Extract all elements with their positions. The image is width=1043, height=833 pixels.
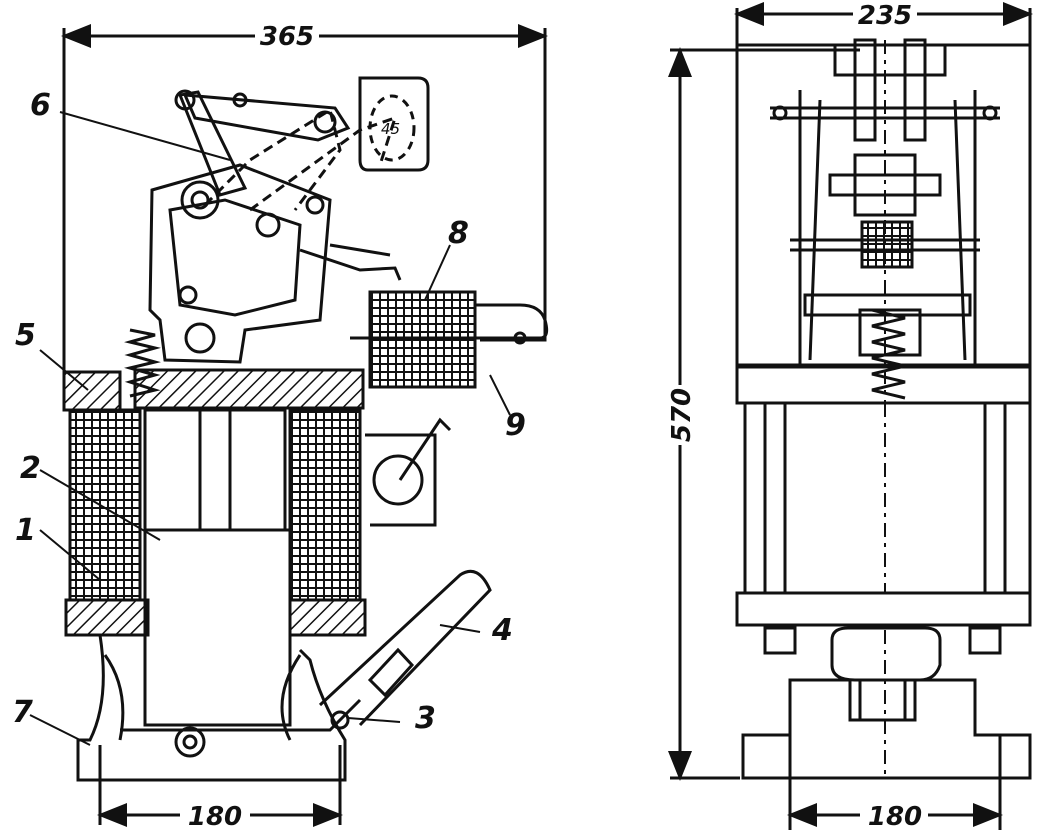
front-body (743, 401, 1032, 595)
callout-7: 7 (12, 695, 33, 730)
dim-180-side: 180 (188, 802, 242, 832)
aux-bracket (365, 433, 437, 527)
pivot-main (180, 180, 220, 220)
contact-45-dashed (368, 94, 416, 162)
leader-9 (489, 374, 511, 416)
lever-bracket (148, 163, 332, 364)
base-frame (76, 634, 347, 782)
callout-2: 2 (20, 451, 41, 486)
cover-outline (62, 36, 547, 376)
lever-inner (168, 198, 302, 317)
dashed-lever-2 (249, 115, 398, 212)
bottom-flange-right (288, 598, 367, 637)
rod-9 (350, 303, 549, 340)
pivot-3 (330, 710, 350, 730)
leader-2 (39, 469, 161, 541)
bottom-flange-left (64, 598, 150, 637)
contact-plate (358, 76, 430, 172)
pivot-bottom (184, 322, 216, 354)
callout-1: 1 (15, 513, 36, 548)
leader-4 (439, 624, 481, 633)
core (143, 408, 287, 532)
dim-570: 570 (667, 388, 697, 442)
pivot-mid (232, 92, 248, 108)
coil-left (68, 408, 142, 602)
dim-365: 365 (260, 22, 314, 52)
leader-5 (39, 349, 89, 391)
pivot-right (313, 110, 337, 134)
side-view (29, 24, 549, 827)
dim-180-front: 180 (868, 802, 922, 832)
pivot-lower (255, 212, 281, 238)
callout-8: 8 (448, 216, 469, 251)
front-bottom-plate (735, 591, 1032, 627)
callout-5: 5 (15, 318, 36, 353)
pivot-top (174, 89, 196, 111)
leader-7 (29, 714, 91, 746)
dashed-lever (203, 107, 342, 211)
front-base (741, 678, 1032, 780)
lever-arm (182, 93, 351, 142)
top-yoke (133, 368, 365, 410)
coil-right (288, 408, 362, 602)
front-top-block (853, 153, 917, 217)
front-spring (871, 308, 906, 400)
callout-45: 45 (381, 120, 400, 138)
callout-6: 6 (30, 88, 51, 123)
callout-3: 3 (415, 701, 436, 736)
dim-235: 235 (858, 1, 912, 31)
leader-1 (39, 529, 101, 581)
base-pivot (174, 726, 206, 758)
base-link (120, 698, 362, 732)
front-yoke (830, 626, 942, 682)
front-coil-band (860, 220, 914, 269)
pivot-upper-right (305, 195, 325, 215)
leader-6 (59, 111, 231, 161)
aux-disk (372, 454, 424, 506)
handle (318, 569, 492, 727)
leader-8 (424, 244, 451, 301)
leader-3 (347, 717, 401, 723)
callout-4: 4 (491, 613, 513, 648)
front-contact-frame (735, 43, 1032, 369)
callout-9: 9 (505, 408, 526, 443)
front-view (668, 1, 1033, 830)
plunger (143, 528, 292, 727)
